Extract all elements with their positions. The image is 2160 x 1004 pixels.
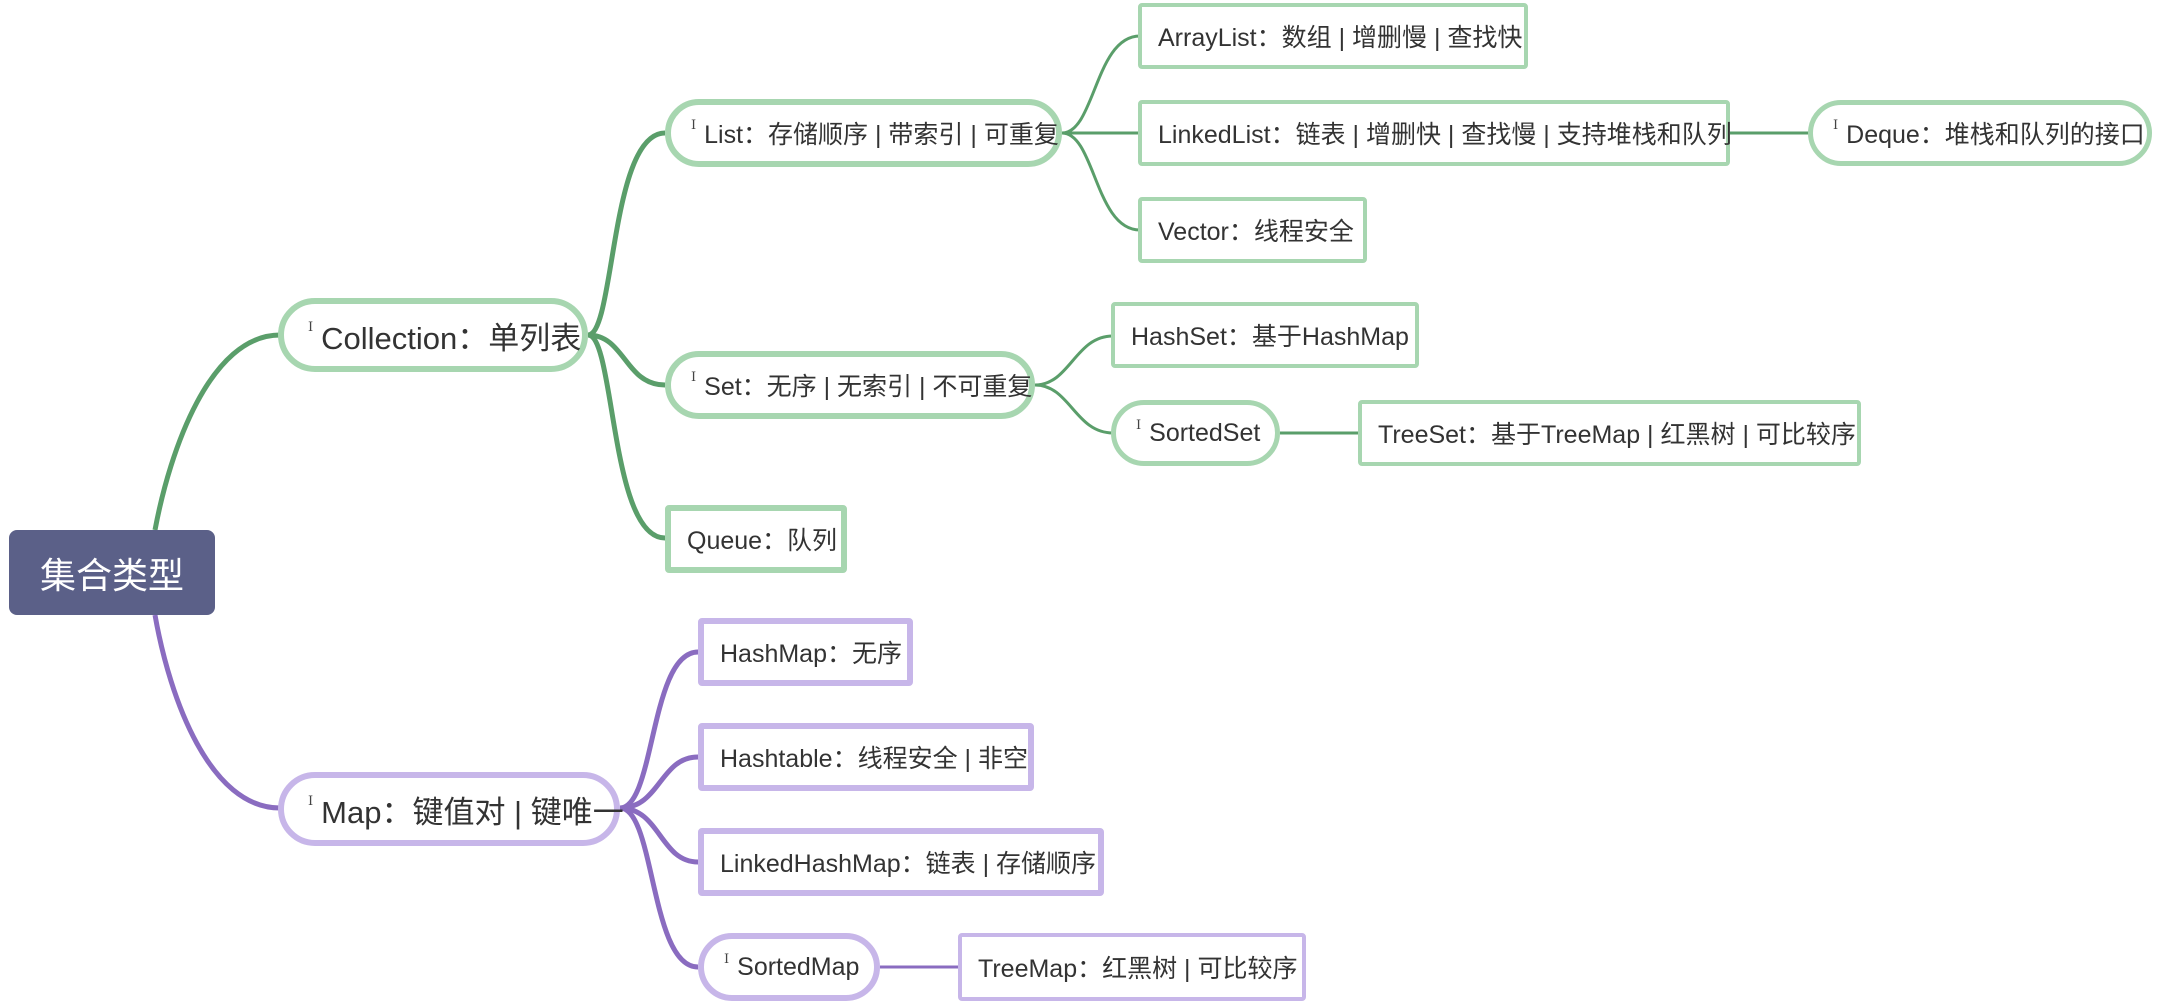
map-label: Map：键值对 | 键唯一 <box>321 794 624 830</box>
interface-mark: I <box>308 319 314 335</box>
linkedhashmap-label: LinkedHashMap：链表 | 存储顺序 <box>720 850 1097 878</box>
arraylist-label: ArrayList：数组 | 增删慢 | 查找快 <box>1158 24 1523 52</box>
link-collection-queue <box>587 332 666 541</box>
link-set-hashset <box>1034 334 1114 387</box>
link-map-linkedhashmap <box>619 805 699 865</box>
link-collection-list <box>587 130 666 338</box>
arraylist-node[interactable]: ArrayList：数组 | 增删慢 | 查找快 <box>1138 3 1528 69</box>
linkedlist-label: LinkedList：链表 | 增删快 | 查找慢 | 支持堆栈和队列 <box>1158 121 1732 149</box>
sortedmap-node[interactable]: I SortedMap <box>698 933 880 1001</box>
hashtable-label: Hashtable：线程安全 | 非空 <box>720 745 1028 773</box>
hashset-node[interactable]: HashSet：基于HashMap <box>1111 302 1419 368</box>
link-map-hashtable <box>619 754 699 811</box>
treeset-label: TreeSet：基于TreeMap | 红黑树 | 可比较序 <box>1378 421 1856 449</box>
sortedmap-label: SortedMap <box>737 952 860 981</box>
linkedlist-node[interactable]: LinkedList：链表 | 增删快 | 查找慢 | 支持堆栈和队列 <box>1138 100 1732 166</box>
root-node[interactable]: 集合类型 <box>9 530 215 615</box>
link-collection-set <box>587 332 666 388</box>
hashtable-node[interactable]: Hashtable：线程安全 | 非空 <box>698 723 1034 791</box>
interface-mark: I <box>1136 417 1142 433</box>
set-label: Set：无序 | 无索引 | 不可重复 <box>704 373 1033 401</box>
root-label: 集合类型 <box>39 554 184 596</box>
vector-node[interactable]: Vector：线程安全 <box>1138 197 1367 263</box>
link-set-sortedset <box>1034 383 1114 435</box>
link-list-arraylist <box>1061 34 1141 135</box>
hashset-label: HashSet：基于HashMap <box>1131 323 1409 351</box>
interface-mark: I <box>691 369 697 385</box>
collection-label: Collection：单列表 <box>321 320 582 356</box>
set-node[interactable]: I Set：无序 | 无索引 | 不可重复 <box>665 351 1035 419</box>
hashmap-label: HashMap：无序 <box>720 640 902 668</box>
sortedset-node[interactable]: I SortedSet <box>1111 400 1280 466</box>
vector-label: Vector：线程安全 <box>1158 218 1354 246</box>
collection-node[interactable]: I Collection：单列表 <box>278 298 588 372</box>
interface-mark: I <box>724 951 730 967</box>
linkedhashmap-node[interactable]: LinkedHashMap：链表 | 存储顺序 <box>698 828 1104 896</box>
list-node[interactable]: I List：存储顺序 | 带索引 | 可重复 <box>665 99 1062 167</box>
interface-mark: I <box>691 117 697 133</box>
interface-mark: I <box>308 793 314 809</box>
queue-label: Queue：队列 <box>687 527 838 555</box>
link-map-sortedmap <box>619 805 699 970</box>
link-root-collection <box>152 332 281 531</box>
list-label: List：存储顺序 | 带索引 | 可重复 <box>704 121 1059 149</box>
link-list-vector <box>1061 131 1141 232</box>
link-root-map <box>152 614 281 811</box>
treemap-node[interactable]: TreeMap：红黑树 | 可比较序 <box>958 933 1306 1001</box>
treemap-label: TreeMap：红黑树 | 可比较序 <box>978 955 1298 983</box>
map-node[interactable]: I Map：键值对 | 键唯一 <box>278 772 624 846</box>
deque-label: Deque：堆栈和队列的接口 <box>1846 121 2145 149</box>
sortedset-label: SortedSet <box>1149 418 1261 447</box>
interface-mark: I <box>1833 117 1839 133</box>
queue-node[interactable]: Queue：队列 <box>665 505 847 573</box>
hashmap-node[interactable]: HashMap：无序 <box>698 618 913 686</box>
treeset-node[interactable]: TreeSet：基于TreeMap | 红黑树 | 可比较序 <box>1358 400 1861 466</box>
deque-node[interactable]: I Deque：堆栈和队列的接口 <box>1808 100 2152 166</box>
link-map-hashmap <box>619 649 699 811</box>
